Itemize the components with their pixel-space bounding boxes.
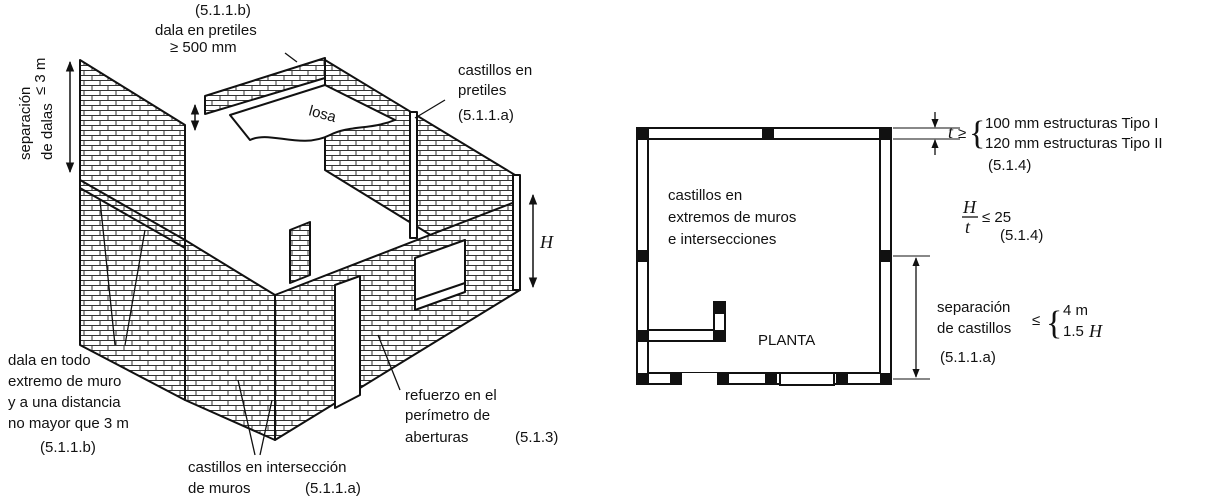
label-t-opt1: 100 mm estructuras Tipo I [985,115,1158,132]
label-planta: PLANTA [758,332,815,349]
label-sep-1: separación [937,299,1010,316]
label-sep-opt1: 4 m [1063,302,1088,319]
label-t: t [948,122,954,142]
left-wall-dala [79,179,186,241]
label-refuerzo-1: refuerzo en el [405,387,497,404]
label-losa: losa [307,102,339,126]
label-refuerzo-ref: (5.1.3) [515,429,558,446]
plan-door-gap [679,373,717,385]
label-castillos-pretiles-ref: (5.1.1.a) [458,107,514,124]
label-ratio-rel: ≤ 25 [982,209,1011,226]
label-t-opt2: 120 mm estructuras Tipo II [985,135,1163,152]
parapet-post [409,111,418,239]
label-dala-todo-4: no mayor que 3 m [8,415,129,432]
label-castillos-int-ref: (5.1.1.a) [305,480,361,497]
window-lower-frame [414,282,466,311]
plan-view [636,112,978,386]
label-ratio-num: H [962,197,977,217]
leader-dala-todo-2 [124,229,146,346]
label-separacion-value: ≤ 3 m [32,58,49,95]
label-t-ge: ≥ [958,125,966,142]
losa-slab [229,84,396,142]
left-wall-dala-2 [79,187,186,249]
leader-castillos-int-2 [259,399,273,456]
label-H-iso: H [539,232,554,252]
leader-dala-pretiles [284,52,298,63]
label-sep-opt2-var: H [1088,321,1103,341]
plan-castillos [637,128,892,385]
label-de-dalas: de dalas [39,103,56,160]
label-castillos-int-2: de muros [188,480,251,497]
label-sep-le: ≤ [1032,312,1040,329]
door-opening [334,275,361,409]
isometric-wall-view [65,52,538,456]
leader-castillos-int-1 [237,379,256,456]
label-dala-todo-2: extremo de muro [8,373,121,390]
end-post [512,174,521,291]
label-t-ref: (5.1.4) [988,157,1031,174]
label-ratio-den: t [965,217,971,237]
leader-castillos-pretiles [414,99,446,119]
label-separacion: separación [17,87,34,160]
label-refuerzo-2: perímetro de [405,407,490,424]
label-sep-2: de castillos [937,320,1011,337]
label-sep-opt2-num: 1.5 [1063,323,1084,340]
ref-dala-pretiles: (5.1.1.b) [195,2,251,19]
back-parapet [204,57,326,115]
label-ratio-ref: (5.1.4) [1000,227,1043,244]
label-refuerzo-3: aberturas [405,429,468,446]
label-sep-ref: (5.1.1.a) [940,349,996,366]
interior-partition [289,221,311,284]
brace-t: { [969,115,985,152]
label-dala-todo-1: dala en todo [8,352,91,369]
label-dala-todo-3: y a una distancia [8,394,121,411]
leader-dala-todo-1 [99,199,116,346]
label-dala-pretiles-2: ≥ 500 mm [170,39,237,56]
label-castillos-plan-3: e intersecciones [668,231,776,248]
label-castillos-pretiles-2: pretiles [458,82,506,99]
plan-top-window [771,127,881,140]
label-castillos-pretiles-1: castillos en [458,62,532,79]
label-dala-todo-ref: (5.1.1.b) [40,439,96,456]
plan-bottom-window [779,372,835,386]
brace-sep: { [1046,305,1062,342]
label-castillos-plan-2: extremos de muros [668,209,796,226]
label-castillos-int-1: castillos en intersección [188,459,346,476]
label-dala-pretiles-1: dala en pretiles [155,22,257,39]
leader-refuerzo [377,334,401,391]
label-castillos-plan-1: castillos en [668,187,742,204]
